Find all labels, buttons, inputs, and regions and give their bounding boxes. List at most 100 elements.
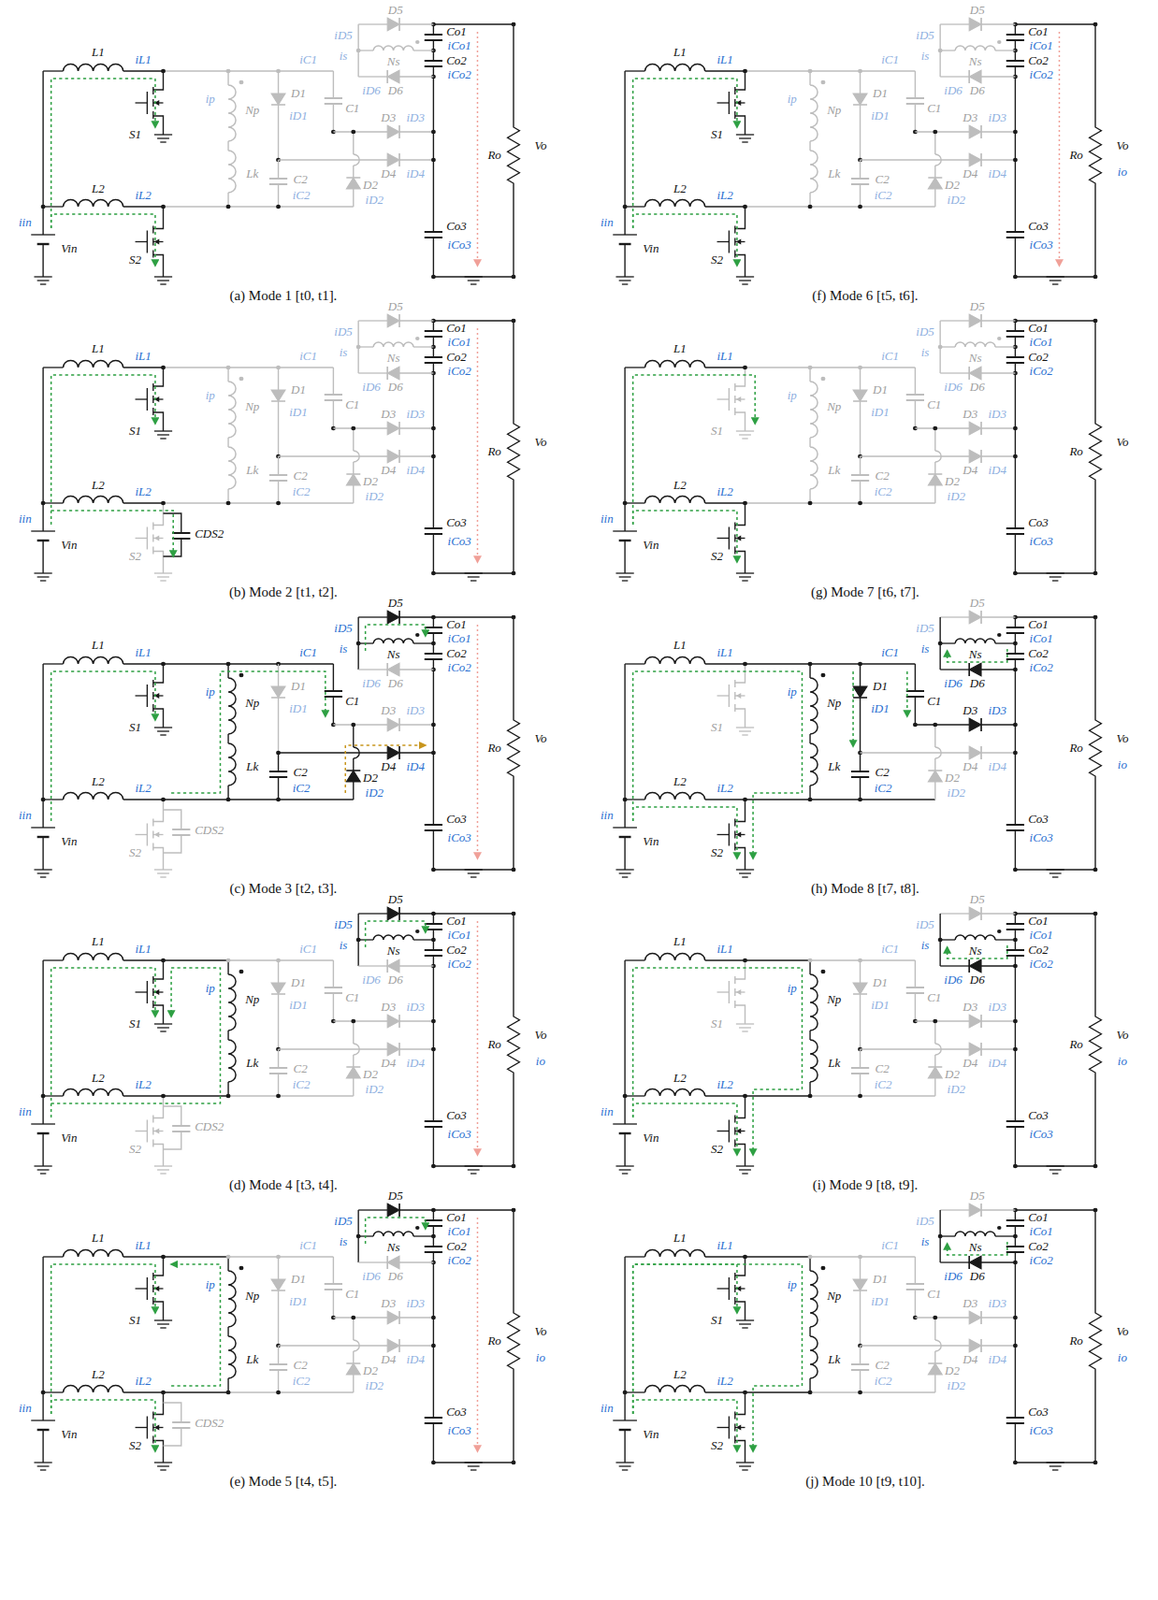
component-label: S2 [710, 253, 724, 267]
wire [152, 547, 154, 555]
junction-dot [808, 662, 813, 667]
junction-dot [431, 275, 436, 280]
wire [40, 876, 46, 878]
wire [736, 1461, 754, 1463]
capacitor-plate [424, 65, 443, 68]
component-label: D2 [944, 1068, 960, 1082]
wire [152, 680, 154, 688]
capacitor-plate [424, 335, 443, 338]
wire [735, 551, 746, 575]
body-arrow [154, 1129, 160, 1135]
wire [467, 1169, 480, 1171]
wire [705, 1391, 746, 1393]
current-label: iin [600, 1402, 614, 1416]
wire [859, 697, 861, 753]
current-label: iL1 [134, 646, 151, 660]
wire [745, 192, 811, 207]
wire [399, 912, 434, 914]
wire [433, 23, 514, 25]
capacitor-plate [906, 695, 925, 698]
junction-dot [431, 1047, 436, 1053]
component-label: L1 [91, 342, 105, 356]
output-current-path [1058, 31, 1060, 266]
component-label: Co3 [446, 1109, 467, 1123]
current-label: iD3 [405, 111, 425, 125]
diode-symbol [346, 1363, 361, 1376]
wire [154, 572, 173, 574]
wire [738, 1169, 752, 1171]
inductor-symbol [373, 45, 414, 51]
current-label: iCo2 [1029, 364, 1054, 378]
current-label: iD1 [289, 998, 308, 1013]
component-label: Co1 [446, 1211, 467, 1225]
capacitor-plate [324, 690, 343, 693]
wire [332, 1317, 388, 1318]
inductor-symbol [228, 1040, 236, 1083]
wire [934, 1021, 936, 1044]
wire [154, 868, 173, 870]
panel-caption: (e) Mode 5 [t4, t5]. [229, 1474, 337, 1490]
junction-dot [226, 69, 232, 74]
inductor-symbol [810, 1336, 818, 1379]
wire [163, 1082, 230, 1097]
component-label: Lk [827, 1056, 840, 1071]
wire [734, 704, 736, 712]
capacitor-plate [851, 1369, 869, 1372]
wire [1014, 616, 1096, 618]
polarity-dot [820, 969, 826, 975]
wire [859, 777, 861, 800]
current-label: iD4 [405, 463, 425, 478]
wire [624, 959, 645, 961]
wire [1049, 576, 1062, 578]
wire [734, 1000, 736, 1009]
component-label: CDS2 [194, 527, 224, 541]
wire [277, 1370, 279, 1393]
component-label: Lk [246, 463, 259, 478]
wire [332, 427, 388, 429]
component-label: Np [245, 400, 260, 414]
current-label: iC1 [299, 942, 318, 956]
junction-dot [431, 454, 436, 460]
wire [705, 70, 746, 72]
wire [42, 837, 44, 870]
diode-bar [346, 1362, 361, 1365]
inductor-symbol [63, 1089, 124, 1098]
wire [810, 502, 936, 504]
component-label: Lk [246, 760, 259, 774]
wire [399, 319, 434, 321]
component-label: D5 [969, 893, 985, 907]
current-path [51, 671, 156, 822]
body-arrow [736, 989, 741, 996]
wire [810, 1256, 915, 1258]
junction-dot [431, 1316, 436, 1321]
diode-symbol [969, 1339, 982, 1353]
wire [736, 726, 754, 728]
wire [735, 1005, 746, 1025]
wire [159, 1327, 166, 1329]
wire [612, 530, 637, 532]
panel-caption: (f) Mode 6 [t5, t6]. [811, 288, 918, 304]
junction-dot [275, 501, 281, 507]
component-label: L1 [673, 342, 687, 356]
component-label: D6 [388, 380, 404, 394]
wire [623, 1133, 625, 1167]
wire-hop [935, 1340, 941, 1352]
component-label: Vin [60, 1428, 77, 1442]
current-label: iC2 [292, 781, 311, 796]
diode-symbol [387, 718, 400, 732]
junction-dot [1013, 158, 1018, 163]
capacitor-plate [172, 1421, 190, 1424]
component-label: D4 [380, 1056, 396, 1071]
current-label: is [339, 1235, 348, 1249]
wire [810, 1391, 936, 1393]
inductor-symbol [955, 638, 996, 644]
inductor-symbol [645, 496, 706, 505]
wire [1014, 1209, 1096, 1211]
wire [277, 777, 279, 800]
wire [277, 697, 279, 753]
current-label: iL2 [716, 1078, 733, 1092]
capacitor-plate [424, 626, 443, 629]
component-label: L1 [91, 1231, 105, 1245]
wire [30, 826, 56, 828]
wire [810, 663, 915, 665]
